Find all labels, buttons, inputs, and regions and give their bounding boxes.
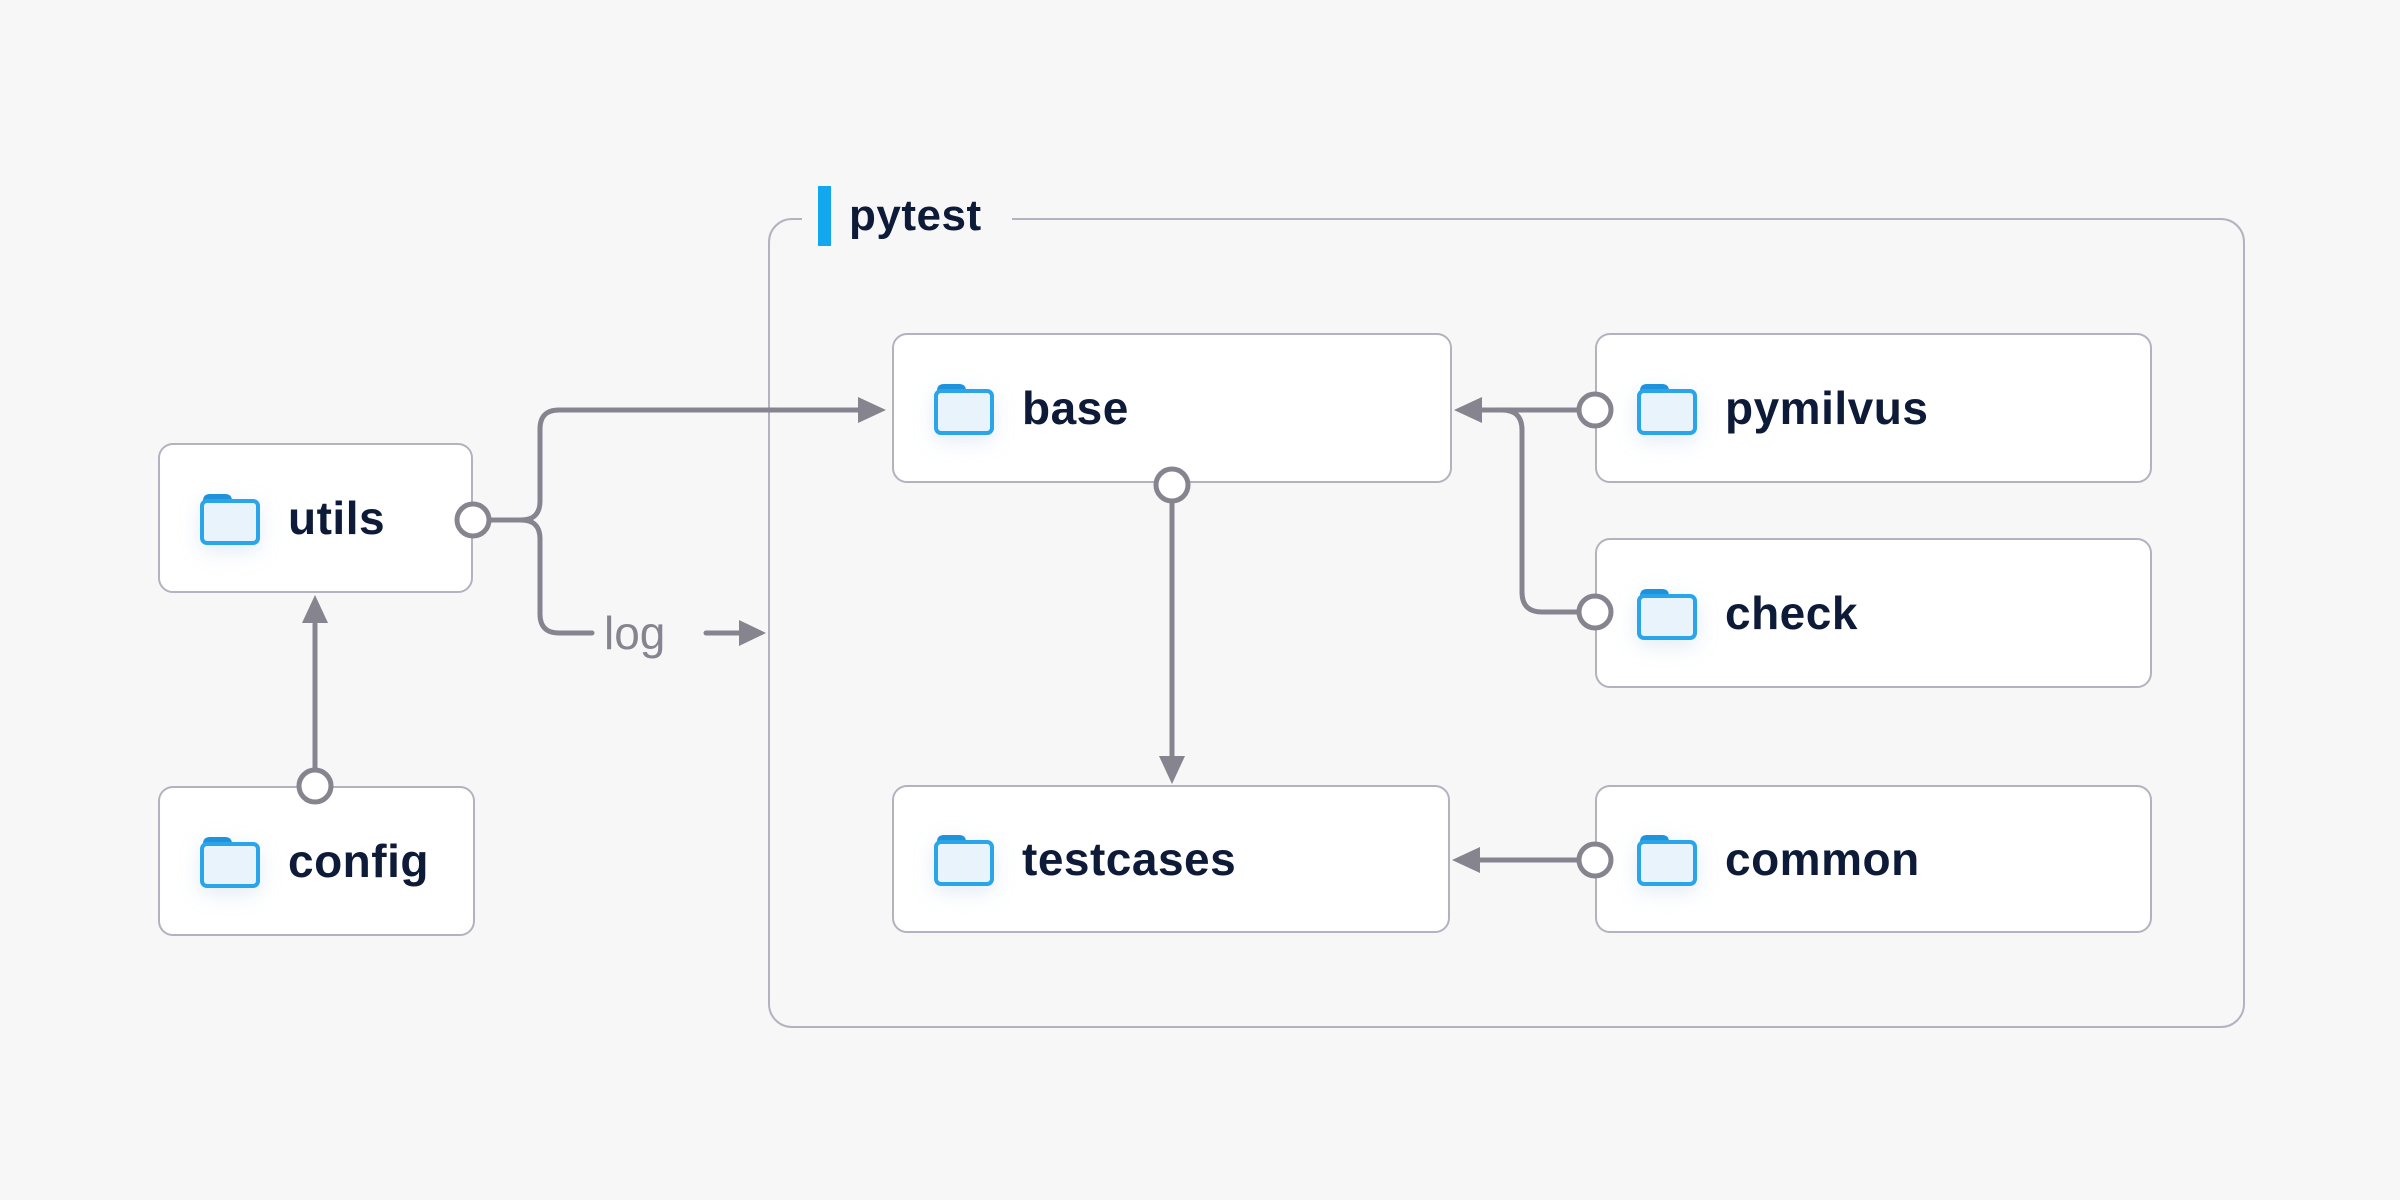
node-testcases: testcases [892, 785, 1450, 933]
node-label-common: common [1725, 833, 1920, 885]
node-label-utils: utils [288, 492, 386, 544]
folder-icon [1637, 384, 1697, 435]
node-base: base [892, 333, 1452, 483]
pytest-group [768, 218, 2245, 1028]
node-label-base: base [1022, 382, 1129, 434]
folder-icon [1637, 589, 1697, 640]
arrowhead-log [739, 620, 766, 646]
pytest-group-title: pytest [849, 191, 982, 240]
node-config: config [158, 786, 475, 936]
node-common: common [1595, 785, 2152, 933]
accent-bar [818, 186, 831, 246]
folder-icon [1637, 835, 1697, 886]
node-utils: utils [158, 443, 473, 593]
folder-icon [200, 837, 260, 888]
edge-utils-log [518, 517, 595, 636]
folder-icon [200, 494, 260, 545]
node-label-pymilvus: pymilvus [1725, 382, 1929, 434]
node-check: check [1595, 538, 2152, 688]
pytest-group-label: pytest [802, 184, 1012, 248]
folder-icon [934, 835, 994, 886]
node-label-testcases: testcases [1022, 833, 1237, 885]
node-pymilvus: pymilvus [1595, 333, 2152, 483]
arrowhead-into-utils [302, 595, 328, 623]
folder-icon [934, 384, 994, 435]
node-label-check: check [1725, 587, 1858, 639]
node-label-config: config [288, 835, 429, 887]
log-edge-label: log [604, 607, 666, 659]
